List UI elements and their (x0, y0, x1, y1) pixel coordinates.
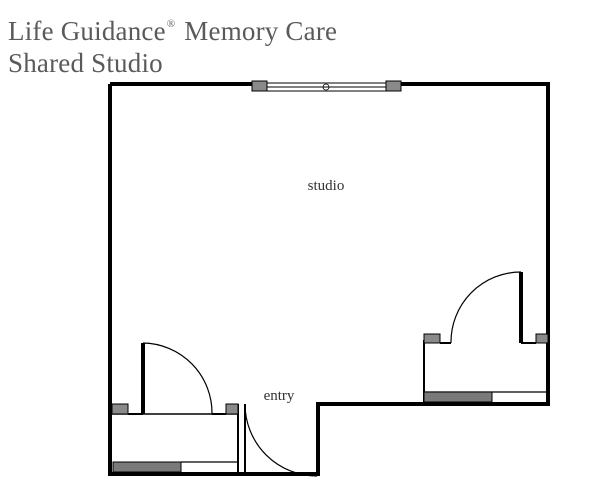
plan-subtitle: Shared Studio (8, 48, 163, 78)
brand-name: Life Guidance (8, 16, 166, 46)
closet-right (423, 271, 549, 403)
entry-door (244, 403, 318, 477)
room-label-entry: entry (264, 388, 295, 404)
registered-mark: ® (166, 18, 176, 30)
exterior-wall (110, 82, 550, 476)
title-suffix: Memory Care (184, 16, 338, 46)
plan-title-line-1: Life Guidance® Memory Care (8, 8, 337, 47)
exterior-wall-left (108, 84, 245, 476)
window (251, 80, 402, 92)
plan-title: Life Guidance® Memory Care Shared Studio (8, 8, 337, 79)
room-label-studio: studio (308, 178, 345, 194)
closet-left (110, 342, 246, 474)
